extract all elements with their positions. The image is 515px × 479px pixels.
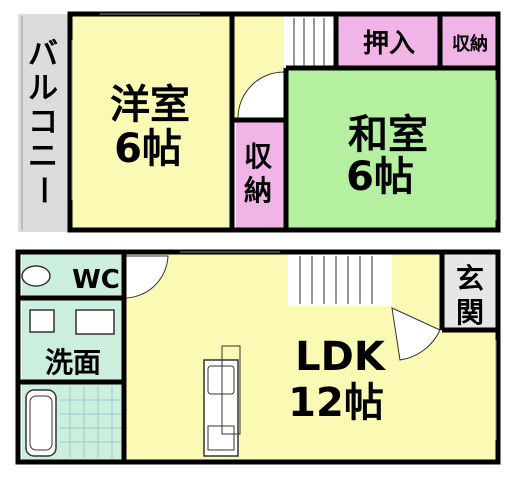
japanese-room-size: 6帖 (346, 154, 414, 200)
wash-basin (29, 309, 55, 333)
bathtub (25, 389, 57, 457)
washroom-label: 洗面 (45, 346, 101, 379)
upper-stairs-steps (293, 18, 325, 66)
ldk-size: 12帖 (288, 380, 384, 426)
upper-windows (71, 13, 497, 220)
western-room-area (72, 16, 230, 228)
kitchen-partition (221, 345, 241, 435)
ldk-name: LDK (295, 334, 387, 380)
balcony-area (18, 14, 68, 232)
bathroom-tiles (60, 386, 122, 458)
toilet (21, 265, 51, 287)
japanese-room-name: 和室 (348, 112, 428, 158)
japanese-room-area (288, 70, 496, 228)
wc-door-swing (123, 255, 169, 299)
lower-stairs (288, 254, 392, 306)
upper-floor (18, 11, 501, 233)
upper-walls (67, 11, 501, 233)
balcony-char: コ (28, 105, 58, 140)
labels: バ ル コ ニ ー 洋室 6帖 和室 6帖 押入 収納 収 納 WC 洗面 玄 … (25, 29, 488, 426)
balcony-char: ニ (28, 139, 58, 174)
oshiire-label: 押入 (363, 29, 415, 59)
entrance-char: 玄 (456, 262, 484, 295)
washing-machine (75, 309, 115, 335)
entrance-area (444, 254, 496, 330)
closet-char: 収 (244, 140, 273, 173)
western-room-size: 6帖 (114, 126, 182, 172)
balcony-char: ー (25, 175, 60, 205)
closet-area (236, 122, 286, 228)
lower-windows (180, 251, 497, 440)
kitchen-sink (207, 365, 235, 395)
kitchen-stove (207, 425, 235, 451)
balcony-char: ル (28, 71, 58, 106)
western-room-name: 洋室 (110, 82, 190, 128)
entrance-door-swing (391, 307, 441, 361)
upper-stairs (284, 16, 336, 68)
lower-floor (15, 249, 501, 465)
entrance-char: 関 (456, 296, 484, 329)
lower-stairs-steps (299, 256, 373, 304)
closet-char: 納 (244, 174, 272, 207)
bathtub-inner (29, 395, 53, 451)
wc-label: WC (72, 265, 120, 295)
storage-top-right-label: 収納 (452, 33, 488, 55)
storage-top-right-area (442, 16, 498, 68)
balcony-char: バ (28, 37, 58, 72)
oshiire-area (338, 16, 440, 68)
